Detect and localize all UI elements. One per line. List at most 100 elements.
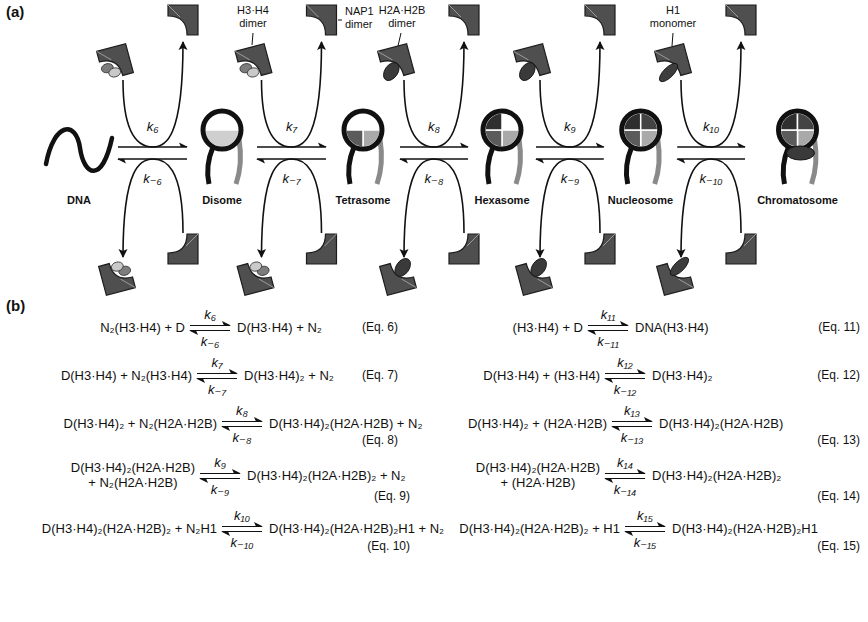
h2a-h2b-shape (392, 256, 414, 280)
label-box: (Eq. 10) (367, 540, 410, 554)
equation-number: (Eq. 11) (818, 320, 860, 334)
nucleosome-state: Hexasome (468, 92, 536, 212)
label-box: k₋₁₁ (597, 335, 619, 350)
exchange-curve (540, 159, 600, 257)
chaperone-complex-icon (510, 44, 552, 86)
label-box: (Eq. 12) (817, 369, 860, 383)
nap1-shape (307, 234, 337, 264)
reverse-harpoon (605, 378, 645, 379)
chaperone-complex-icon (378, 253, 420, 295)
label-box: H3·H4 dimer (237, 4, 269, 29)
nap1-dimer-icon (449, 5, 479, 35)
label-box: k₆ (146, 120, 160, 135)
dimer-divider (121, 276, 136, 291)
dimer-divider (325, 234, 337, 246)
leader-line (672, 33, 673, 46)
label-box: D(H3·H4) + N₂ (237, 321, 322, 336)
equation-term: D(H3·H4) + N₂(H3·H4) (61, 368, 192, 383)
label-box: k₈ (236, 404, 248, 419)
label-box: (H3·H4) + D (513, 321, 583, 336)
rate-constant: k₋₁₀ (231, 535, 254, 550)
forward-harpoon (625, 526, 665, 527)
nap1-shape (97, 44, 134, 81)
nucleosome-state: Tetrasome (326, 92, 400, 212)
equation-term: D(H3·H4)₂ (652, 368, 713, 383)
label-box: k₆ (204, 308, 216, 323)
nap1-dimer-icon (585, 234, 615, 264)
nap1-shape (99, 259, 136, 296)
label-box: k₋₁₃ (621, 431, 644, 446)
label-box: k₋₉ (560, 172, 581, 187)
nap1-shape (585, 234, 615, 264)
label-box: k₋₁₀ (231, 536, 254, 551)
reaction-arrow (400, 158, 468, 160)
equation-term: D(H3·H4)₂(H2A·H2B) + (H2A·H2B) (476, 460, 600, 490)
nucleosome-state: Nucleosome (604, 92, 677, 212)
equation-number: (Eq. 8) (362, 433, 398, 447)
rate-constant: k₁₅ (637, 508, 653, 523)
exchange-curve (404, 42, 464, 147)
label-box: D(H3·H4)₂(H2A·H2B)₂ + H1 (459, 522, 620, 537)
rate-constant: k₋₁₂ (614, 382, 636, 397)
reverse-harpoon (222, 531, 262, 532)
equation-number: (Eq. 6) (362, 320, 398, 334)
dimer-divider (744, 234, 756, 246)
equation-term: D(H3·H4)₂(H2A·H2B) + N₂ (269, 416, 422, 431)
h1-shape (667, 254, 691, 278)
rate-constant: k₋₁₀ (699, 171, 724, 186)
h3-h4-shape (249, 261, 263, 273)
label-box: D(H3·H4)₂(H2A·H2B)₂ + N₂H1 (42, 522, 217, 537)
dimer-divider (168, 5, 180, 17)
dna-tail (377, 139, 381, 184)
reverse-harpoon (625, 531, 665, 532)
rate-constant: k₋₇ (282, 171, 302, 186)
equation-term: D(H3·H4)₂ + N₂ (244, 368, 334, 383)
label-box: k₁₃ (624, 404, 640, 419)
label-box: D(H3·H4)₂(H2A·H2B) (659, 417, 783, 432)
dimer-divider (726, 5, 738, 17)
equation-term: D(H3·H4)₂(H2A·H2B)₂ + N₂ (247, 468, 406, 483)
dna-wrap (344, 111, 382, 149)
label-box: D(H3·H4)₂(H2A·H2B)₂ (652, 469, 781, 484)
forward-harpoon (588, 325, 628, 326)
rate-constant: k₁₃ (624, 403, 640, 418)
rate-constant: k₆ (146, 119, 160, 134)
equation-number: (Eq. 10) (367, 539, 410, 553)
label-box: D(H3·H4)₂ + (H2A·H2B) (468, 417, 607, 432)
nap1-shape (726, 234, 756, 264)
exchange-curve (123, 42, 183, 147)
forward-harpoon (605, 373, 645, 374)
label-box: k₋₈ (424, 172, 445, 187)
nap1-shape (585, 5, 615, 35)
nap1-dimer-icon (168, 5, 198, 35)
label-box: D(H3·H4)₂(H2A·H2B) + (H2A·H2B) (476, 461, 600, 491)
panel-letter: (a) (6, 3, 24, 20)
equation-number: (Eq. 7) (362, 368, 398, 382)
label-box: (a) (6, 3, 24, 20)
exchange-arrows (123, 42, 741, 257)
component-label: H2A·H2B dimer (379, 4, 425, 29)
dimer-divider (538, 276, 553, 291)
reaction-arrow (257, 158, 326, 160)
rate-constant: k₁₄ (617, 455, 633, 470)
label-box: D(H3·H4)₂(H2A·H2B)₂H1 + N₂ (269, 522, 444, 537)
state-name: Hexasome (474, 194, 529, 207)
nap1-dimer-icon (726, 234, 756, 264)
equation-term: D(H3·H4)₂(H2A·H2B)₂ (652, 468, 781, 483)
panel-letter: (b) (6, 297, 25, 314)
equation-term: N₂(H3·H4) + D (100, 320, 185, 335)
rate-constant: k₋₁₅ (634, 535, 657, 550)
equation-term: D(H3·H4)₂(H2A·H2B)₂ + H1 (459, 521, 620, 536)
forward-harpoon (200, 473, 240, 474)
forward-harpoon (612, 421, 652, 422)
equation-term: D(H3·H4) + (H3·H4) (483, 368, 600, 383)
nucleosome-state: Chromatosome (745, 92, 850, 212)
component-label: H1 monomer (650, 4, 696, 29)
state-name: Nucleosome (608, 194, 673, 207)
label-box: D(H3·H4)₂ (652, 369, 713, 384)
rate-constant: k₇ (285, 119, 298, 134)
exchange-curve (681, 159, 741, 257)
dna-tail (208, 147, 213, 184)
label-box: (Eq. 6) (362, 321, 398, 335)
